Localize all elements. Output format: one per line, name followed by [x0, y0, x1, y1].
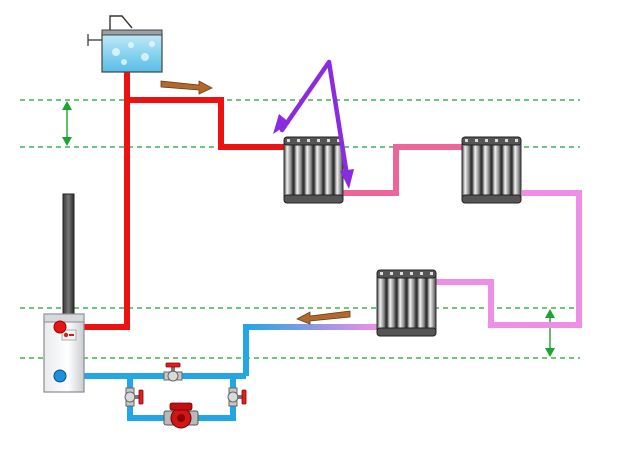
highlight-arrows	[279, 59, 351, 185]
ball-valve-right	[227, 387, 247, 407]
boiler-supply-port	[53, 320, 67, 334]
radiator-3	[376, 269, 437, 337]
mid-pipe	[343, 144, 462, 196]
boiler	[43, 313, 85, 393]
ball-valve-top	[163, 362, 183, 382]
radiator-1	[283, 136, 344, 204]
ball-valve-left	[124, 387, 144, 407]
highlight-arrowhead-left	[273, 114, 290, 134]
flow-arrow-supply	[160, 80, 213, 95]
highlight-arrowhead-right	[340, 169, 354, 189]
cooling-pipe	[436, 190, 582, 328]
radiator-2	[461, 136, 522, 204]
boiler-return-port	[53, 369, 67, 383]
supply-pipe	[60, 72, 284, 330]
height-marker-bottom	[545, 309, 555, 357]
circulation-pump	[163, 402, 199, 429]
return-pipe	[60, 324, 378, 421]
expansion-tank	[87, 15, 163, 73]
chimney	[62, 193, 75, 317]
height-marker-top	[62, 101, 72, 146]
flow-arrow-return	[296, 310, 351, 325]
